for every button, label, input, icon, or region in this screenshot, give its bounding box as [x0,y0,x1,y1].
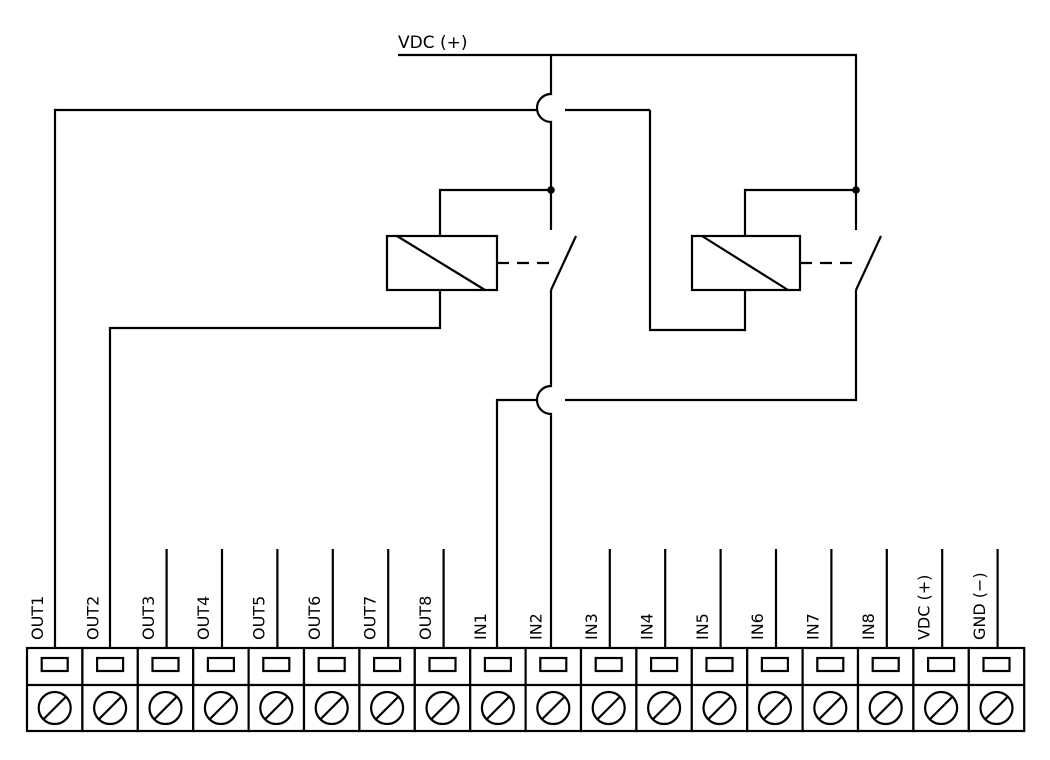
terminal [690,646,749,733]
screw-slot [984,696,1009,720]
terminal-label: IN7 [804,613,823,640]
screw-slot [375,696,399,720]
relay1-contact-to-in2 [535,290,553,648]
terminal [25,646,84,733]
screw-slot [596,696,621,720]
relay2-coil-return [648,110,747,332]
screw-slot [319,696,344,720]
relay1-coil-feed [438,188,551,236]
terminal-label: OUT6 [305,596,324,640]
relay1-contact-blade [550,235,577,291]
terminal [81,646,139,733]
relay1-coil-diagonal [396,235,486,291]
terminal [192,646,250,733]
screw-slot [430,696,455,720]
terminal-window [926,656,956,673]
out1-wire [53,108,537,648]
terminal-window [317,656,346,673]
terminal [912,646,970,733]
terminal-window [151,656,180,673]
screw-slot [153,696,178,720]
relay1-coil-to-out2 [108,290,442,648]
terminal-window [649,656,679,673]
terminal-label: GND (−) [970,572,989,640]
supply-rail [398,53,858,190]
in1-wire [495,398,537,648]
terminal-label: OUT4 [194,596,213,640]
terminal [469,646,527,733]
terminal-window [428,656,457,673]
terminal [524,646,583,733]
terminal-window [373,656,402,673]
relay2-coil-feed [743,188,856,236]
terminal-label: OUT1 [28,596,47,640]
terminal [302,646,361,733]
screw-slot [264,696,289,720]
terminal-block [25,549,1026,733]
terminal [247,646,306,733]
terminal-label: OUT7 [360,596,379,640]
terminal [136,646,195,733]
relay2-coil-diagonal [701,235,789,291]
screw-slot [42,696,67,720]
terminal-label: VDC (+) [914,575,933,640]
supply-label: VDC (+) [398,33,468,53]
screw-slot [818,696,843,720]
relay2-contact-blade [855,235,882,291]
terminal-labels: OUT1 OUT2 OUT3 OUT4 OUT5 OUT6 OUT7 OUT8 IN1 IN2 IN… [28,572,989,640]
terminal-label: IN5 [693,613,712,640]
terminal-label: IN2 [527,613,546,640]
terminal-window [483,656,512,673]
terminal-label: OUT8 [416,596,435,640]
relay-1 [108,188,577,648]
screw-slot [209,696,233,720]
terminal-label: IN3 [582,613,601,640]
terminal-window [40,656,69,673]
terminal-window [982,656,1011,673]
screw-slot [707,696,732,720]
screw-slot [873,696,898,720]
terminal-label: IN6 [748,613,767,640]
relay-2 [648,110,882,332]
terminal-window [816,656,845,673]
terminal-label: OUT2 [83,596,102,640]
terminal-window [206,656,235,673]
screw-slot [98,696,122,720]
terminal-label: OUT3 [139,596,158,640]
screw-slot [486,696,510,720]
screw-slot [541,696,566,720]
terminal-window [760,656,790,673]
terminal-window [95,656,125,673]
terminal-label: IN1 [471,613,490,640]
terminal [856,646,915,733]
screw-slot [652,696,676,720]
terminal [967,646,1026,733]
terminal-label: OUT5 [250,596,269,640]
terminal-window [594,656,623,673]
terminal-window [705,656,734,673]
terminal-label: IN4 [637,613,656,640]
terminal-window [262,656,291,673]
terminal [358,646,416,733]
terminal [413,646,472,733]
relay2-contact-to-in1 [565,290,858,402]
terminal [635,646,693,733]
terminal [801,646,860,733]
terminal-window [871,656,900,673]
screw-slot [763,696,787,720]
supply-to-relay1 [535,55,553,190]
terminal [579,646,638,733]
terminal [746,646,804,733]
screw-slot [929,696,953,720]
terminal-label: IN8 [859,613,878,640]
terminal-window [539,656,568,673]
